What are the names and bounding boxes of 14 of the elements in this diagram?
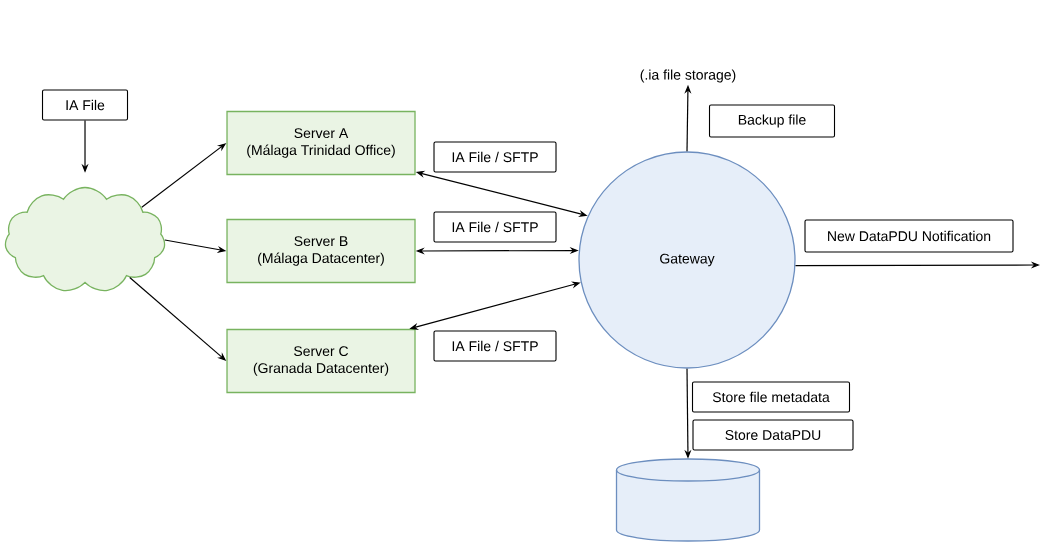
label-box: Store file metadata bbox=[691, 381, 851, 413]
storage-label: (.ia file storage) bbox=[640, 69, 736, 83]
label-box: IA File / SFTP bbox=[433, 211, 557, 243]
server-box: Server A (Málaga Trinidad Office) bbox=[226, 110, 416, 176]
label-box: IA File / SFTP bbox=[433, 141, 557, 173]
label-box: IA File / SFTP bbox=[433, 330, 557, 362]
server-box: Server B (Málaga Datacenter) bbox=[226, 218, 416, 284]
server-box: Server C (Granada Datacenter) bbox=[226, 328, 416, 394]
label-box: Store DataPDU bbox=[692, 419, 854, 451]
database-cylinder bbox=[615, 458, 761, 542]
label-box: New DataPDU Notification bbox=[804, 219, 1014, 253]
cloud-shape bbox=[4, 186, 166, 292]
note-box: IA File bbox=[41, 89, 129, 121]
label-box: Backup file bbox=[708, 104, 836, 138]
